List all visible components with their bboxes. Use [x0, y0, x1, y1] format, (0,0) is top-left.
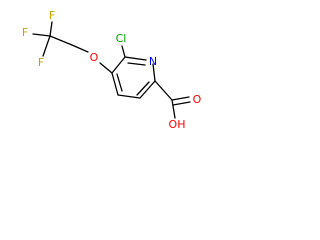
bond-c6-cl [121, 45, 126, 58]
bond-c4-c5-double [116, 73, 123, 92]
chemical-structure: Cl N O O OH F F F [22, 9, 202, 131]
bond-c5-o [99, 62, 113, 74]
fluorine-label-bottom: F [38, 56, 44, 69]
bond-ch2-cf3 [49, 35, 73, 46]
bond-n-c2 [152, 63, 156, 82]
bond-c-o-carbonyl-double [172, 101, 191, 106]
bond-c-f1 [49, 21, 53, 37]
chlorine-label: Cl [116, 32, 127, 45]
bond-c-f3 [42, 35, 51, 57]
nitrogen-label: N [149, 55, 157, 68]
bond-c-o-carbonyl [171, 96, 190, 101]
pyridine-ring [111, 56, 156, 99]
bond-o-ch2 [71, 44, 89, 53]
bond-c-oh [171, 99, 176, 119]
fluorine-label-left: F [22, 26, 28, 39]
ether-oxygen-label: O [90, 51, 99, 64]
bond-c2-cooh [154, 80, 173, 101]
bond-c6-n-double [127, 62, 146, 66]
bond-c6-n [124, 56, 147, 61]
bond-c4-c5 [111, 72, 119, 96]
carbonyl-oxygen-label: O [193, 93, 202, 106]
fluorine-label-top: F [49, 9, 55, 22]
bond-c5-c6 [111, 56, 126, 74]
bond-c2-c3-double [136, 81, 150, 96]
bond-c3-c4 [117, 94, 141, 99]
bond-c-f2 [32, 33, 51, 37]
hydroxyl-label: OH [169, 118, 186, 131]
bond-c2-c3 [139, 80, 156, 99]
